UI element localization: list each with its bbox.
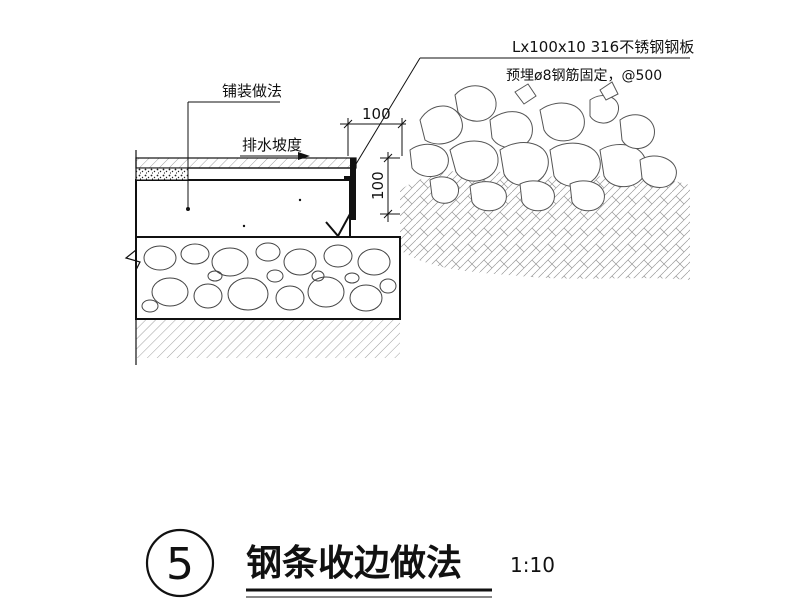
break-line bbox=[124, 150, 141, 365]
drainage-slope-arrow bbox=[240, 152, 310, 160]
steel-edge-angle bbox=[325, 158, 356, 238]
drainage-label: 排水坡度 bbox=[242, 136, 302, 154]
dimension-height bbox=[380, 152, 400, 222]
paving-surface-layer bbox=[135, 157, 357, 169]
ground-hatch bbox=[136, 318, 400, 358]
drawing-title: 钢条收边做法 bbox=[246, 543, 462, 584]
paving-leader bbox=[187, 101, 280, 209]
detail-number-marker: 5 bbox=[145, 528, 215, 598]
plate-spec-label: Lx100x10 316不锈钢钢板 bbox=[512, 38, 694, 56]
drawing-scale: 1:10 bbox=[510, 553, 555, 577]
detail-number: 5 bbox=[166, 539, 194, 590]
paving-label: 铺装做法 bbox=[222, 82, 282, 100]
dimension-height-label: 100 bbox=[369, 171, 387, 200]
concrete-slab bbox=[135, 179, 351, 238]
dimension-width bbox=[340, 118, 407, 156]
mortar-bed-layer bbox=[135, 167, 189, 181]
plate-spec-leader bbox=[355, 57, 690, 165]
vegetation-plant-leaves bbox=[400, 81, 690, 280]
anchor-spec-label: 预埋ø8钢筋固定，@500 bbox=[506, 67, 662, 84]
gravel-base-layer bbox=[135, 236, 401, 320]
